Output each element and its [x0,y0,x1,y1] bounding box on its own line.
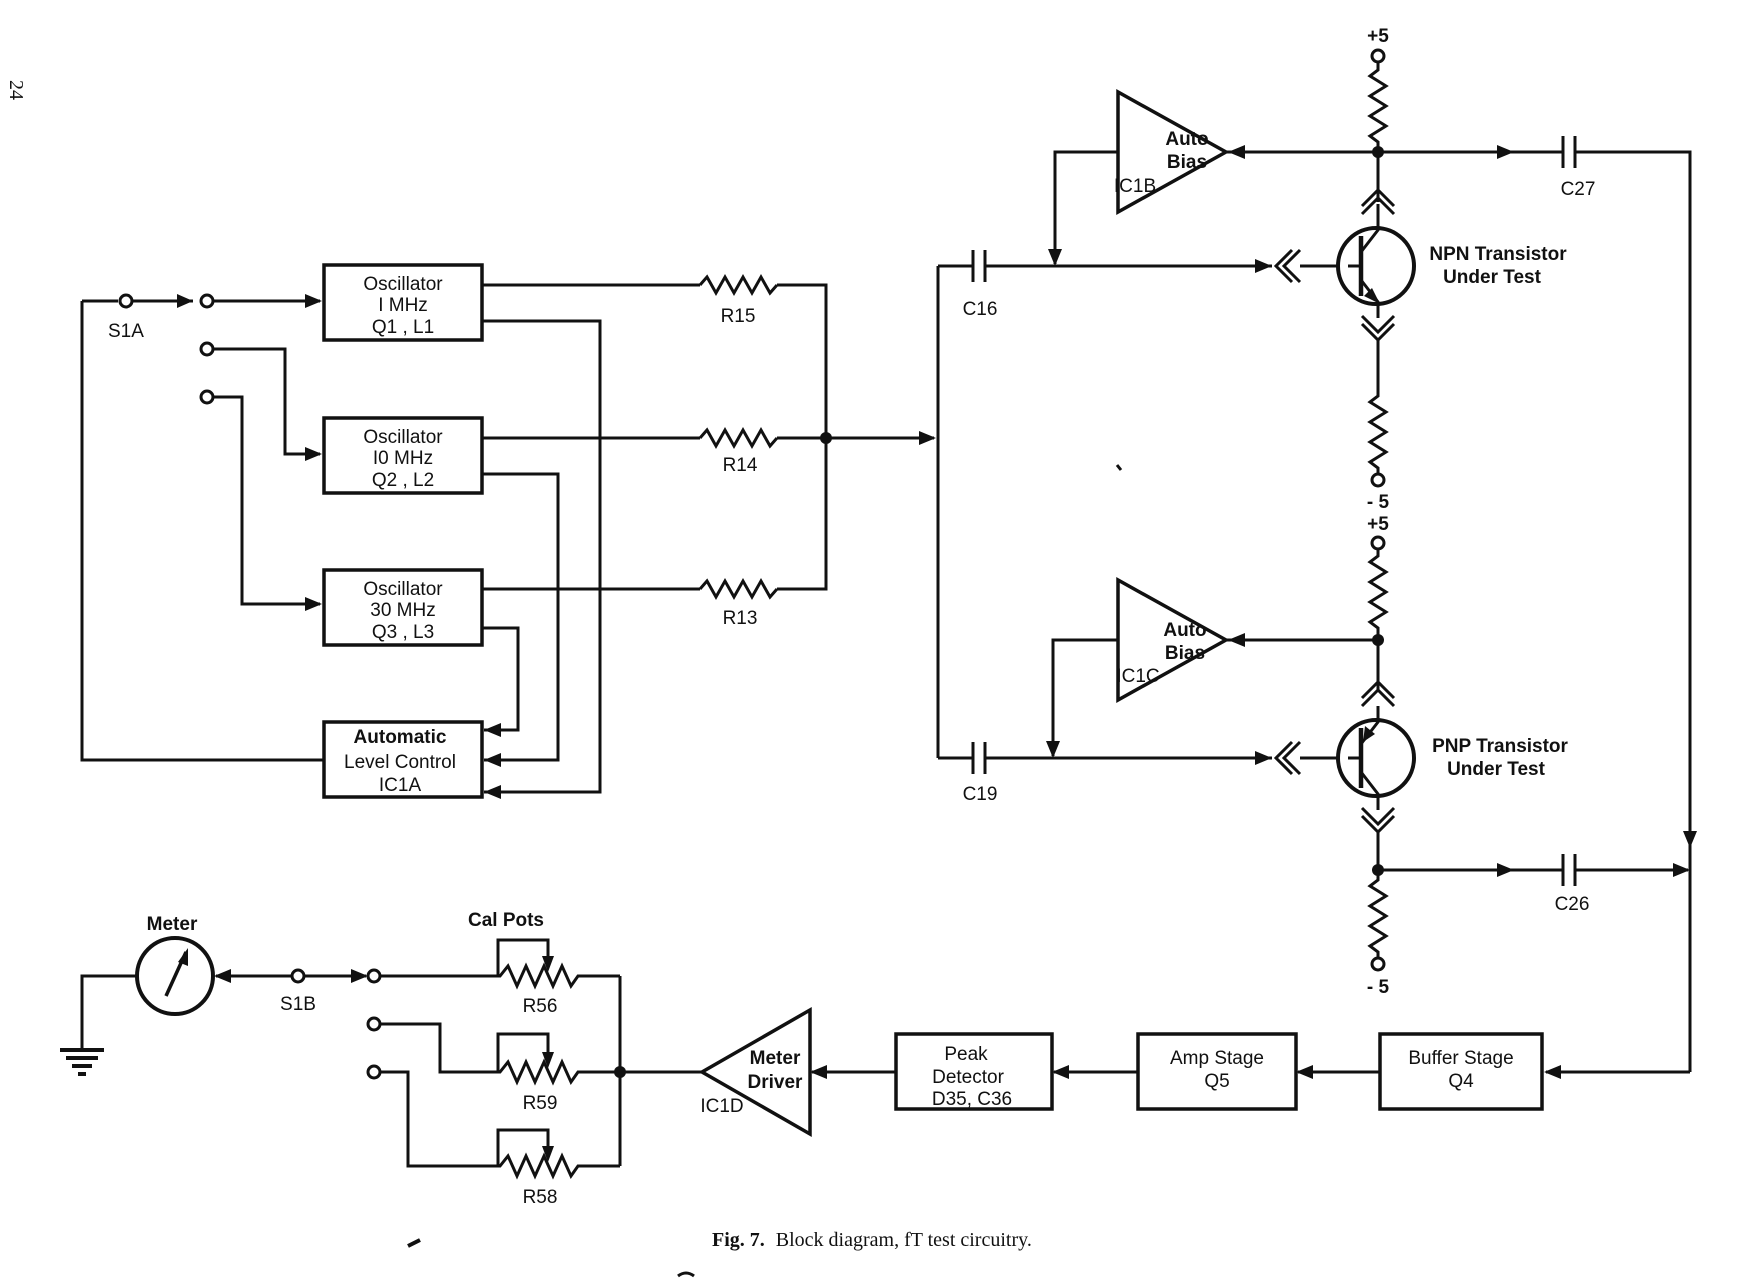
capacitor-c19: C19 [963,742,998,805]
buffer-line1: Buffer Stage [1408,1048,1513,1069]
r13-label: R13 [723,608,758,629]
auto-bias-ic1c-amplifier: Auto Bias IC1C [1116,577,1230,703]
caption-fig-number: Fig. 7. [712,1229,765,1251]
c16-label: C16 [963,299,998,320]
ic1c-line2: Bias [1165,643,1205,664]
ic1d-line2: Driver [748,1072,804,1093]
buffer-line2: Q4 [1448,1071,1474,1092]
pnp-line1: PNP Transistor [1432,736,1568,757]
amp-line1: Amp Stage [1170,1048,1264,1069]
cal-pot-r56: R56 [380,938,620,1017]
oscillator-30mhz-block: Oscillator 30 MHz Q3 , L3 [322,568,484,647]
r59-label: R59 [523,1093,558,1114]
osc3-line1: Oscillator [363,579,443,600]
osc3-line3: Q3 , L3 [372,622,434,643]
osc1-line2: I MHz [378,295,428,316]
meter-driver-ic1d-amplifier: Meter Driver IC1D [698,1006,812,1138]
osc2-line1: Oscillator [363,427,443,448]
ic1b-line1: Auto [1165,129,1208,150]
cal-pot-r59: R59 [380,1022,620,1114]
alc-line3: IC1A [379,775,422,796]
plus5-mid-label: +5 [1367,514,1389,535]
npn-transistor-under-test: NPN Transistor Under Test [1336,187,1567,343]
auto-bias-ic1b-amplifier: Auto Bias IC1B [1114,89,1230,215]
peak-line3: D35, C36 [932,1089,1012,1110]
capacitor-c27: C27 [1561,136,1596,200]
r56-label: R56 [523,996,558,1017]
ic1d-line1: Meter [750,1048,801,1069]
amp-stage-block: Amp Stage Q5 [1136,1032,1298,1111]
cal-pots-label: Cal Pots [468,910,544,931]
peak-detector-block: Peak Detector D35, C36 [894,1032,1054,1111]
ic1d-ref: IC1D [700,1096,743,1117]
minus5-bottom-label: - 5 [1367,977,1390,998]
switch-s1a: S1A [82,293,215,405]
s1a-label: S1A [108,321,144,342]
s1b-label: S1B [280,994,316,1015]
capacitor-c26: C26 [1555,854,1590,915]
resistor-r15: R15 [698,273,779,327]
osc1-line1: Oscillator [363,274,443,295]
switch-s1b: S1B [214,968,382,1080]
pnp-transistor-under-test: PNP Transistor Under Test [1336,679,1569,835]
osc3-line2: 30 MHz [370,600,435,621]
ic1c-ref: IC1C [1116,666,1159,687]
ic1c-line1: Auto [1163,620,1206,641]
npn-line2: Under Test [1443,267,1542,288]
r14-label: R14 [723,455,758,476]
peak-line1: Peak [944,1044,988,1065]
ground-icon [60,1048,104,1076]
figure-caption: Fig. 7. Block diagram, fT test circuitry… [712,1229,1032,1251]
oscillator-1mhz-block: Oscillator I MHz Q1 , L1 [322,263,484,342]
c26-label: C26 [1555,894,1590,915]
osc2-line3: Q2 , L2 [372,470,434,491]
plus5-top-label: +5 [1367,26,1389,47]
osc2-line2: I0 MHz [373,448,433,469]
peak-line2: Detector [932,1067,1004,1088]
c27-label: C27 [1561,179,1596,200]
capacitor-c16: C16 [963,250,998,320]
cal-pot-r58: R58 [380,1070,620,1208]
oscillator-10mhz-block: Oscillator I0 MHz Q2 , L2 [322,416,484,495]
alc-line1: Automatic [354,727,447,748]
c19-label: C19 [963,784,998,805]
page-number: 24 [5,80,27,100]
minus5-mid-label: - 5 [1367,492,1390,513]
resistor-r13: R13 [698,577,779,629]
alc-line2: Level Control [344,752,456,773]
r58-label: R58 [523,1187,558,1208]
amp-line2: Q5 [1204,1071,1229,1092]
npn-line1: NPN Transistor [1429,244,1567,265]
r15-label: R15 [721,306,756,327]
ic1b-ref: IC1B [1114,176,1156,197]
resistor-r14: R14 [698,426,779,476]
automatic-level-control-block: Automatic Level Control IC1A [322,720,484,799]
osc1-line3: Q1 , L1 [372,317,434,338]
buffer-stage-block: Buffer Stage Q4 [1378,1032,1544,1111]
pnp-line2: Under Test [1447,759,1546,780]
ic1b-line2: Bias [1167,152,1207,173]
meter: Meter [80,914,215,1048]
meter-label: Meter [147,914,198,935]
caption-text: Block diagram, fT test circuitry. [776,1229,1032,1251]
